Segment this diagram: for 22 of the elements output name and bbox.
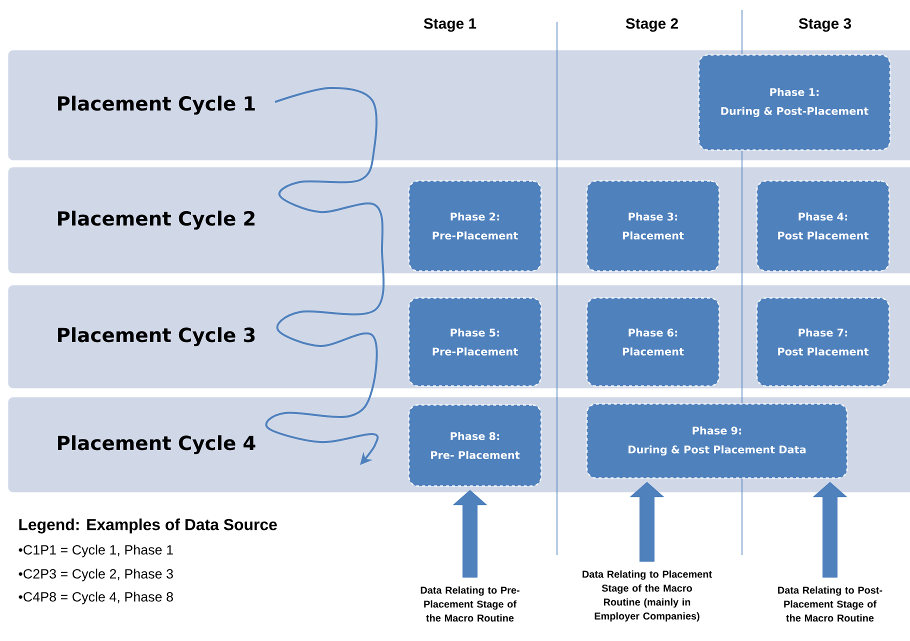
phase-box: Phase 4: Post Placement [756,180,890,272]
legend-heading: Legend: Examples of Data Source [19,518,277,534]
legend-item: •C4P8 = Cycle 4, Phase 8 [18,592,173,604]
phase-box: Phase 2: Pre-Placement [408,180,542,272]
phase-box: Phase 5: Pre-Placement [408,297,542,387]
data-description: Data Relating to Post-Placement Stage of the Macro Routine [778,586,882,622]
stage-heading: Stage 2 [626,18,678,32]
stage-heading: Stage 3 [798,18,852,32]
stage-heading: Stage 1 [424,18,476,32]
block-arrow [452,490,488,578]
phase-box: Phase 8: Pre- Placement [408,404,542,487]
block-arrow [812,482,848,578]
block-arrow [630,482,664,562]
phase-box: Phase 3: Placement [586,180,720,272]
phase-box: Phase 6: Placement [586,297,720,387]
phase-box: Phase 7: Post Placement [756,297,890,387]
legend-item: •C1P1 = Cycle 1, Phase 1 [18,544,173,558]
data-description: Data Relating to Placement Stage of the Macro Routine (mainly in Employer Companies) [582,570,712,622]
phase-box: Phase 1: During & Post-Placement [698,54,891,151]
phase-box: Phase 9: During & Post Placement Data [586,403,848,479]
legend-item: •C2P3 = Cycle 2, Phase 3 [18,568,173,582]
data-description: Data Relating to Pre-Placement Stage of the Macro Routine [420,586,520,622]
